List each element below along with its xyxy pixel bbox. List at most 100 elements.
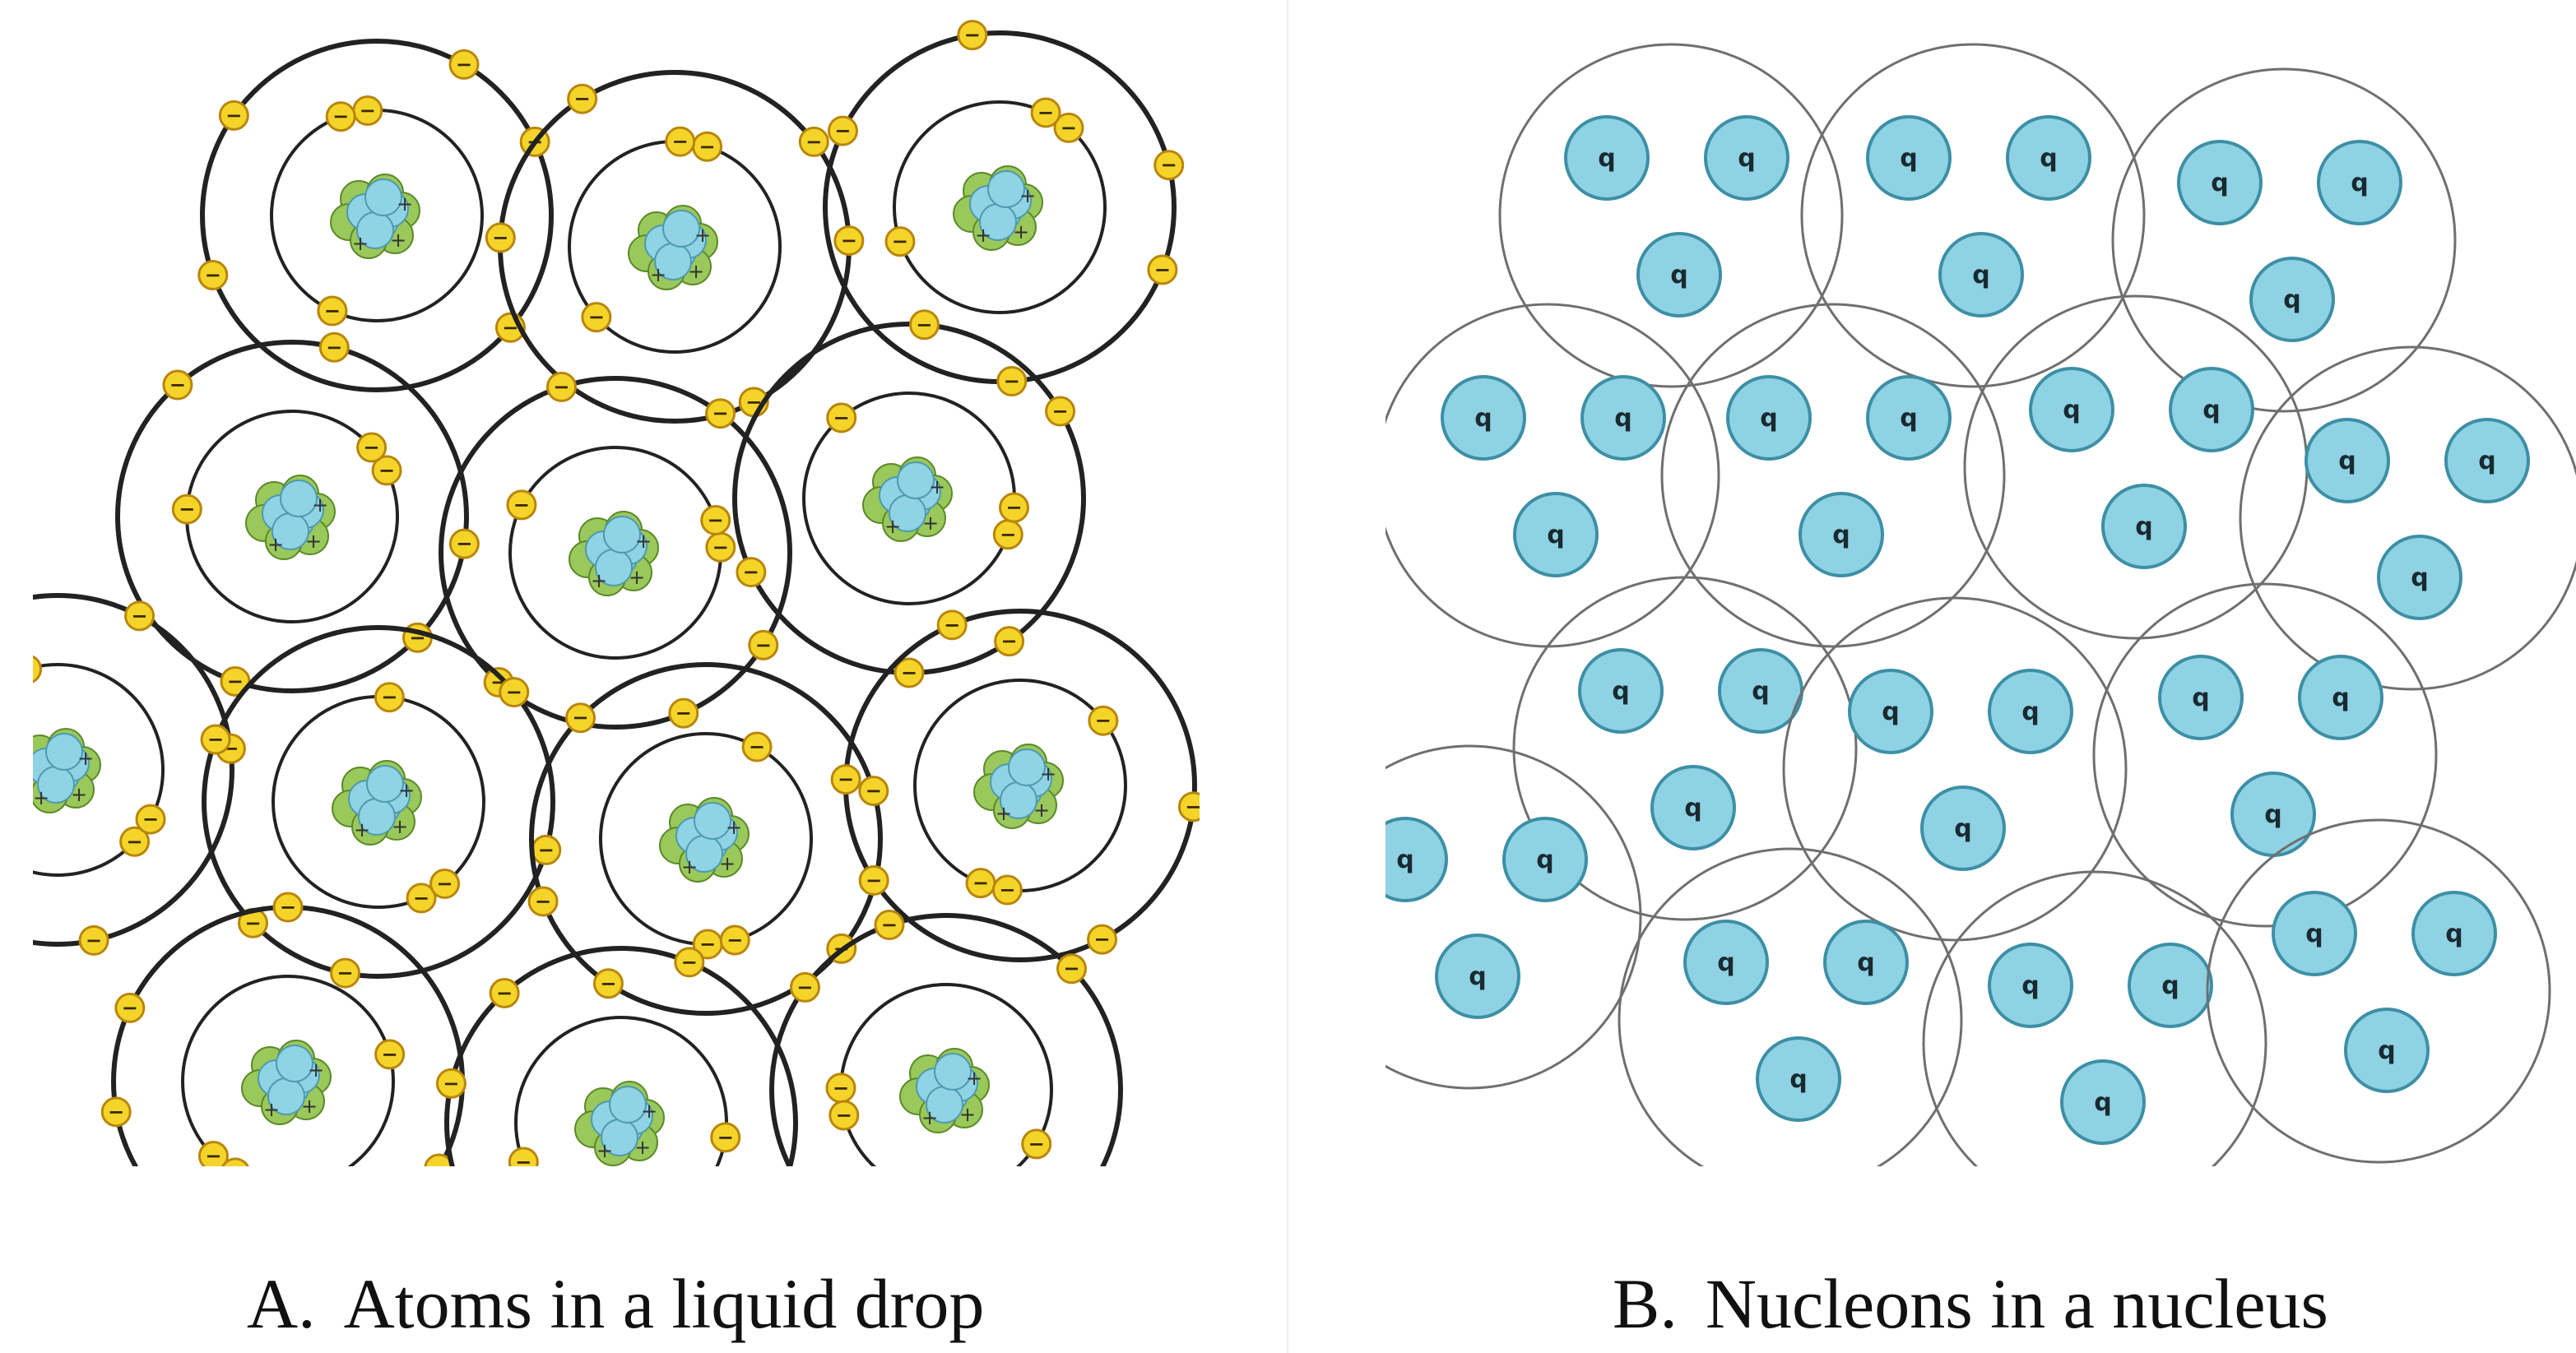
electron-dot: [1177, 791, 1200, 822]
quark-ball: [2029, 367, 2114, 452]
proton-sign: +: [719, 852, 736, 875]
electron: −: [1045, 396, 1076, 427]
electron-dot: [1030, 97, 1061, 128]
quark: q: [1988, 669, 2073, 754]
quark-label: q: [2338, 447, 2356, 475]
electron: −: [448, 49, 480, 80]
electron: −: [318, 331, 350, 363]
quark-label: q: [1900, 144, 1917, 173]
quark-ball: [1441, 375, 1526, 461]
electron: −: [197, 1141, 229, 1166]
quark-label: q: [1469, 962, 1486, 991]
electron: −: [826, 402, 857, 433]
quark: q: [1683, 920, 1769, 1005]
electron-dot: [996, 365, 1028, 396]
electron-sign: −: [324, 299, 341, 322]
electron: −: [999, 492, 1030, 523]
atom: +++−−−−−−−−: [435, 946, 798, 1166]
electron: −: [508, 1147, 539, 1166]
electron-sign: −: [743, 561, 759, 584]
electron-sign: −: [413, 887, 429, 910]
quark-label: q: [1789, 1065, 1807, 1094]
proton-sign: +: [354, 818, 370, 841]
proton-sign: +: [33, 786, 49, 809]
electron-sign: −: [205, 264, 221, 287]
proton-sign: +: [635, 530, 652, 553]
electron-sign: −: [717, 1126, 734, 1149]
electron-dot: [710, 1122, 741, 1153]
nucleon-ball: [1008, 748, 1046, 786]
nucleon-boundary: [2206, 818, 2551, 1164]
electron: −: [1177, 791, 1201, 822]
quark: q: [2272, 891, 2357, 976]
quark-ball: [2411, 891, 2497, 976]
quark-label: q: [1684, 794, 1701, 822]
quark-label: q: [2094, 1088, 2111, 1117]
nucleon-ball: [603, 516, 641, 554]
electron-sign: −: [19, 658, 35, 681]
electron: −: [719, 924, 750, 956]
quark-label: q: [2021, 971, 2039, 1000]
electron-sign: −: [600, 972, 616, 995]
electron: −: [789, 971, 820, 1003]
nucleon-boundary: [1385, 744, 1642, 1090]
electron-sign: −: [1154, 258, 1171, 281]
electron-dot: [508, 1147, 539, 1166]
electron: −: [830, 764, 861, 795]
nucleon-ball: [897, 461, 935, 499]
electron-sign: −: [944, 614, 960, 637]
proton-sign: +: [1013, 220, 1029, 243]
proton-sign: +: [305, 530, 322, 553]
electron: −: [374, 1039, 406, 1070]
electron-sign: −: [838, 768, 854, 791]
electron-dot: [1087, 924, 1118, 955]
electron-sign: −: [244, 911, 261, 934]
electron: −: [957, 20, 988, 51]
atom: +++−−−−−−−−: [485, 70, 865, 424]
proton-sign: +: [694, 224, 711, 247]
electron-sign: −: [1005, 496, 1022, 519]
electron: −: [162, 369, 193, 401]
proton-sign: +: [922, 512, 939, 535]
quark: q: [2006, 115, 2091, 201]
nucleus: +++: [628, 205, 718, 290]
quark-label: q: [1882, 697, 1899, 726]
electron: −: [218, 100, 249, 131]
proton-sign: +: [308, 1059, 324, 1082]
electron-sign: −: [708, 508, 724, 531]
outer-orbit: [33, 593, 234, 947]
electron: −: [828, 1100, 860, 1131]
electron: −: [489, 977, 520, 1008]
quark-label: q: [1832, 521, 1850, 549]
electron: −: [825, 1073, 856, 1104]
electron-sign: −: [131, 605, 147, 628]
electron-sign: −: [127, 830, 143, 853]
quark-label: q: [1752, 677, 1769, 706]
quark-ball: [1920, 785, 2006, 871]
electron: −: [736, 557, 767, 588]
quark-label: q: [2135, 512, 2152, 541]
electron-sign: −: [1185, 795, 1201, 818]
electron-dot: [527, 886, 559, 917]
quark-ball: [2317, 140, 2402, 225]
electron-dot: [218, 100, 249, 131]
electron: −: [78, 924, 109, 956]
quark-ball: [1578, 648, 1664, 734]
electron-sign: −: [337, 961, 353, 985]
electron: −: [317, 295, 348, 327]
electron-dot: [162, 369, 193, 401]
quark: q: [2377, 535, 2462, 620]
quark: q: [2317, 140, 2402, 225]
quark-label: q: [2264, 800, 2281, 829]
electron-dot: [406, 883, 437, 914]
quark-ball: [2444, 418, 2530, 503]
atom: +++−−−−−−−−: [769, 910, 1123, 1166]
proton-sign: +: [884, 515, 901, 538]
nucleon-ball: [364, 178, 402, 216]
electron-dot: [485, 222, 516, 253]
quark-label: q: [1474, 404, 1492, 433]
quark-label: q: [2202, 396, 2220, 424]
electron: −: [371, 455, 402, 486]
electron-dot: [221, 1157, 249, 1166]
